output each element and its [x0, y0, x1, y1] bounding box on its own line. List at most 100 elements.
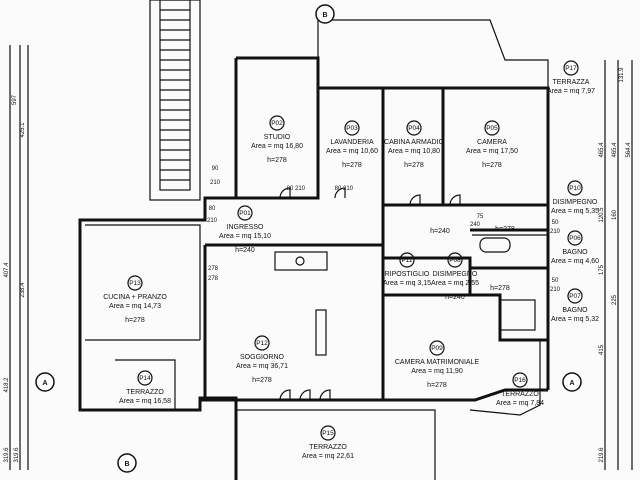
room-name: CUCINA + PRANZO [103, 294, 167, 301]
door-swing [279, 187, 291, 199]
room-area: Area = mq 11,90 [411, 368, 463, 375]
room-name: TERRAZZO [501, 391, 539, 398]
section-marker-label: A [569, 380, 574, 387]
room-tag-circle [512, 372, 528, 388]
room-name: BAGNO [562, 249, 588, 256]
room-name: RIPOSTIGLIO [385, 271, 430, 278]
room-tag-circle [567, 288, 583, 304]
room-height: h=240 [235, 247, 255, 254]
room-id: P06 [569, 235, 581, 242]
door-swing [409, 194, 421, 206]
door-swing [449, 194, 461, 206]
room-id: P08 [449, 257, 461, 264]
door-size-label: 210 [550, 287, 561, 293]
room-id: P02 [271, 120, 283, 127]
room-name: BAGNO [562, 307, 588, 314]
room-id: P13 [129, 280, 141, 287]
dimension-label: 465.4 [599, 142, 605, 158]
door-swing [319, 389, 331, 401]
room-tag-circle [399, 252, 415, 268]
room-name: LAVANDERIA [330, 139, 374, 146]
section-marker: B [315, 4, 335, 24]
room-tag-circle [237, 205, 253, 221]
door-swing [279, 389, 291, 401]
room-height: h=278 [267, 157, 287, 164]
dimension-label: 597 [12, 94, 18, 105]
room-id: P11 [401, 257, 412, 264]
room-area: Area = mq 15,10 [219, 233, 271, 240]
dimension-label: 219.6 [599, 447, 605, 463]
bath-height: h=278 [495, 226, 515, 233]
room-name: TERRAZZO [309, 444, 347, 451]
room-area: Area = mq 5,32 [551, 316, 599, 323]
door-size-label: 50 [552, 278, 559, 284]
section-marker: A [35, 372, 55, 392]
dimension-label: 564.4 [626, 142, 632, 158]
dimension-label: 465.4 [612, 142, 618, 158]
door-size-label: 240 [470, 222, 481, 228]
room-area: Area = mq 16,58 [119, 398, 171, 405]
door-swing [299, 389, 311, 401]
bath-height: h=278 [490, 285, 510, 292]
room-id: P12 [256, 340, 268, 347]
room-tag-circle [429, 340, 445, 356]
room-tag-circle [127, 275, 143, 291]
room-area: Area = mq 16,80 [251, 143, 303, 150]
room-height: h=240 [445, 294, 465, 301]
dimension-label: 160 [612, 209, 618, 220]
room-tag-circle [563, 60, 579, 76]
room-height: h=278 [125, 317, 145, 324]
furniture [274, 237, 536, 356]
door-size-label: 90 [212, 166, 219, 172]
room-tag-circle [254, 335, 270, 351]
dimension-label: 131.9 [619, 67, 625, 83]
room-tag-circle [406, 120, 422, 136]
door-size-label: 210 [210, 180, 221, 186]
room-id: P04 [408, 125, 420, 132]
room-tag-circle [484, 120, 500, 136]
door-size-label: 210 [343, 186, 354, 192]
room-name: TERRAZZA [553, 79, 590, 86]
room-id: P16 [514, 377, 526, 384]
room-tag-circle [320, 425, 336, 441]
staircase [149, 0, 201, 201]
door-size-label: 210 [550, 229, 561, 235]
section-marker: A [562, 372, 582, 392]
room-tag-circle [344, 120, 360, 136]
door-size-label: 80 [335, 186, 342, 192]
room-id: P03 [346, 125, 358, 132]
walls [78, 19, 550, 480]
room-name: STUDIO [264, 134, 291, 141]
door-size-label: 80 [209, 206, 216, 212]
room-area: Area = mq 2,55 [431, 280, 479, 287]
room-area: Area = mq 22,61 [302, 453, 354, 460]
dimension-label: 120.5 [599, 207, 605, 223]
room-area: Area = mq 17,50 [466, 148, 518, 155]
door-size-label: 278 [208, 266, 219, 272]
room-height: h=278 [342, 162, 362, 169]
room-area: Area = mq 36,71 [236, 363, 288, 370]
room-area: Area = mq 5,35 [551, 208, 599, 215]
room-area: Area = mq 14,73 [109, 303, 161, 310]
section-marker-label: A [42, 380, 47, 387]
room-tag-circle [567, 180, 583, 196]
corridor-height: h=240 [430, 228, 450, 235]
room-id: P05 [486, 125, 498, 132]
dimension-label: 418.2 [4, 377, 10, 393]
room-height: h=278 [404, 162, 424, 169]
room-height: h=278 [427, 382, 447, 389]
door-size-label: 210 [295, 186, 306, 192]
room-area: Area = mq 7,97 [547, 88, 595, 95]
